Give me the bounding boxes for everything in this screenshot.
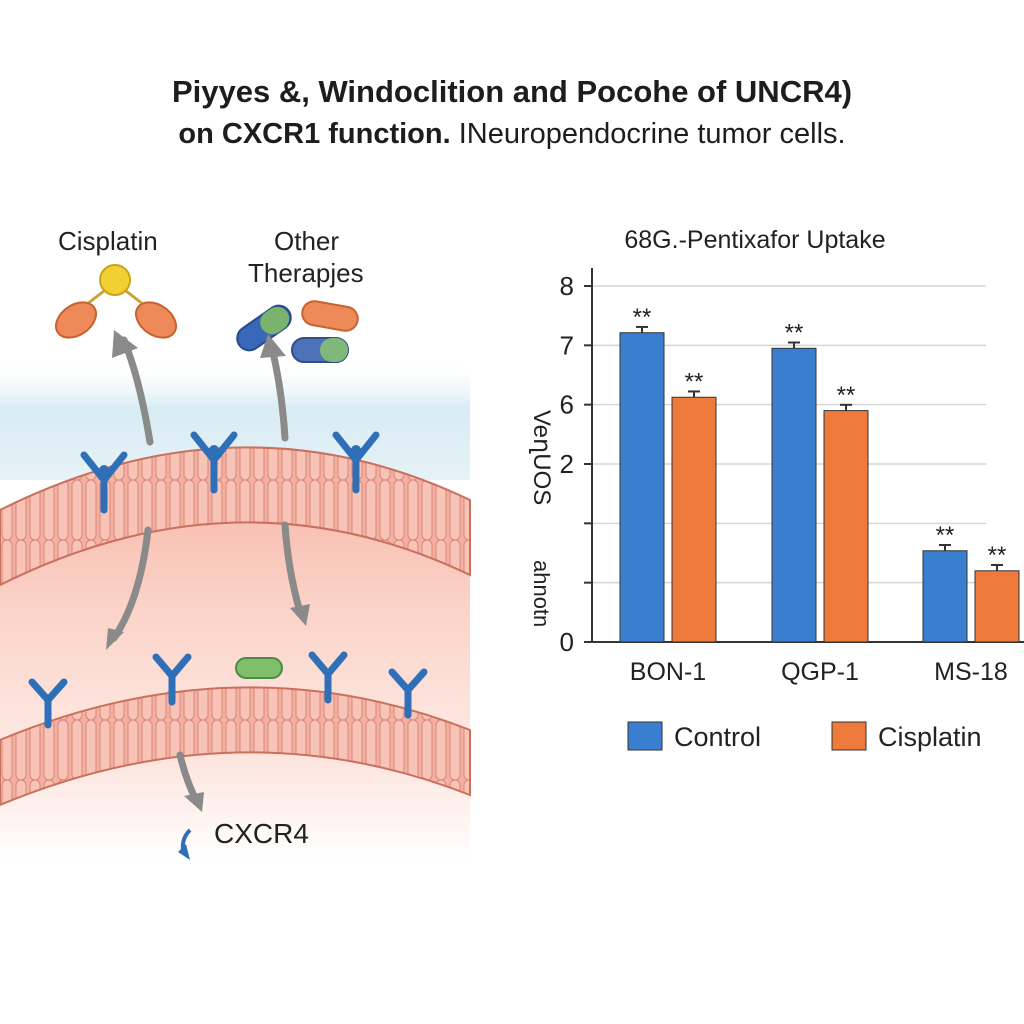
y-tick-label: 8 xyxy=(560,271,574,301)
uptake-bar-chart: 68G.-Pentixafor Uptake VeղUOS ahnotn 0 2 6… xyxy=(528,226,1024,752)
other-therapies-label-line1: Other xyxy=(274,226,340,256)
bars: ** ** ** ** ** ** xyxy=(619,304,1020,643)
legend-label-cisplatin: Cisplatin xyxy=(878,722,982,752)
significance-label: ** xyxy=(837,382,856,409)
bar-control-bon-1 xyxy=(619,332,665,643)
figure-title-line-2: on CXCR1 function. INeuropendocrine tumo… xyxy=(0,118,1024,151)
y-axis-label-line1: VeղUOS xyxy=(528,410,555,505)
title-bold-part: on CXCR1 function. xyxy=(178,118,451,150)
y-tick-labels: 0 2 6 7 8 xyxy=(560,271,592,657)
lower-membrane xyxy=(0,686,471,807)
internalized-capsule-icon xyxy=(235,657,283,679)
y-tick-label: 2 xyxy=(560,449,574,479)
y-axis-label: VeղUOS ahnotn xyxy=(528,410,555,627)
y-tick-label: 6 xyxy=(560,390,574,420)
legend: Control Cisplatin xyxy=(627,721,982,752)
chart-title: 68G.-Pentixafor Uptake xyxy=(624,226,885,254)
bar-cisplatin-bon-1 xyxy=(671,396,717,643)
x-tick-label: QGP-1 xyxy=(781,658,859,686)
significance-label: ** xyxy=(988,542,1007,569)
cxcr4-receptor-icon xyxy=(28,431,428,729)
cell-membrane-diagram xyxy=(0,264,471,860)
legend-swatch-control xyxy=(627,721,663,751)
receptor-ligand-icons xyxy=(99,445,361,475)
bar-control-ms-18 xyxy=(922,550,968,643)
cisplatin-label: Cisplatin xyxy=(58,226,158,256)
figure-title-line-1: Piyyes &, Windoclition and Pocohe of UNC… xyxy=(171,74,853,109)
arrowheads xyxy=(106,330,310,812)
y-tick-label: 7 xyxy=(560,330,574,360)
legend-swatch-cisplatin xyxy=(831,721,867,751)
other-therapies-label-line2: Therapjes xyxy=(248,258,364,288)
bar-control-qgp-1 xyxy=(771,347,817,643)
capsule-icon-2 xyxy=(301,300,359,332)
y-axis-label-line2: ahnotn xyxy=(529,560,554,627)
capsule-icon-3 xyxy=(291,337,349,363)
cxcr4-arrowhead-icon xyxy=(178,844,190,860)
x-tick-label: BON-1 xyxy=(630,658,706,686)
x-tick-labels: BON-1 QGP-1 MS-18 xyxy=(630,658,1008,686)
title-rest-part: INeuropendocrine tumor cells. xyxy=(450,118,846,150)
capsule-icon-1 xyxy=(236,304,292,352)
legend-label-control: Control xyxy=(674,722,761,752)
significance-label: ** xyxy=(936,522,955,549)
bar-cisplatin-qgp-1 xyxy=(823,410,869,643)
cxcr4-label: CXCR4 xyxy=(214,818,309,849)
bar-cisplatin-ms-18 xyxy=(974,570,1020,643)
significance-label: ** xyxy=(685,368,704,395)
y-tick-label: 0 xyxy=(560,627,574,657)
significance-label: ** xyxy=(785,320,804,347)
cisplatin-molecule-icon xyxy=(55,264,177,339)
x-tick-label: MS-18 xyxy=(934,658,1008,686)
significance-label: ** xyxy=(633,304,652,331)
